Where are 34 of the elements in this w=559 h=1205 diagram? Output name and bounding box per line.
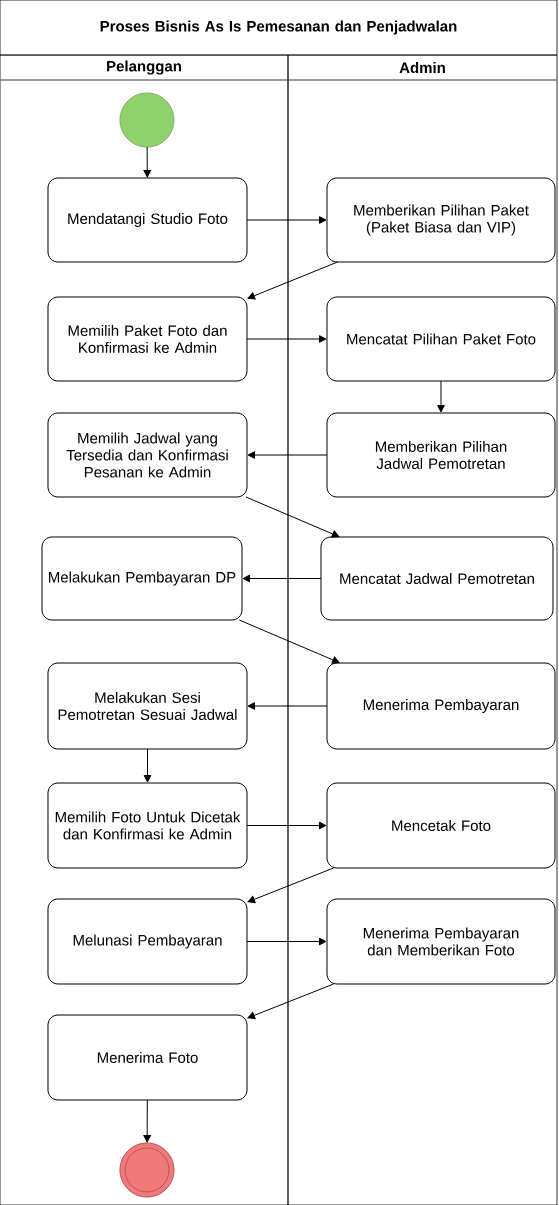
process-box: Menerima Pembayaran xyxy=(326,662,556,750)
arrow xyxy=(143,146,152,178)
arrow xyxy=(437,380,445,413)
arrow xyxy=(247,261,339,300)
process-box: Mencatat Jadwal Pemotretan xyxy=(320,536,554,621)
arrow xyxy=(246,937,327,946)
process-box: Melakukan Sesi Pemotretan Sesuai Jadwal xyxy=(47,662,248,750)
arrow xyxy=(246,335,327,343)
process-box: Mencetak Foto xyxy=(326,782,556,869)
title-band: Proses Bisnis As Is Pemesanan dan Penjadwalan xyxy=(0,0,558,56)
arrow xyxy=(242,574,322,583)
start-circle xyxy=(119,92,175,148)
arrow xyxy=(143,1099,151,1143)
arrow xyxy=(238,619,340,664)
process-box: Memberikan Pilihan Paket (Paket Biasa dan VIP) xyxy=(326,177,556,263)
process-box: Mendatangi Studio Foto xyxy=(47,177,248,263)
process-box: Memberikan Pilihan Jadwal Pemotretan xyxy=(326,412,556,498)
arrow xyxy=(246,216,327,224)
process-box: Menerima Pembayaran dan Memberikan Foto xyxy=(326,898,556,985)
arrow xyxy=(247,702,328,710)
process-box: Melakukan Pembayaran DP xyxy=(41,536,243,621)
process-box: Mencatat Pilihan Paket Foto xyxy=(326,296,556,382)
process-box: Menerima Foto xyxy=(47,1014,248,1101)
process-box: Memilih Paket Foto dan Konfirmasi ke Admin xyxy=(47,296,248,382)
process-box: Memilih Foto Untuk Dicetak dan Konfirmasi ke Admin xyxy=(47,782,248,869)
arrow xyxy=(247,451,328,459)
end-circle xyxy=(119,1142,175,1198)
arrow xyxy=(247,983,335,1020)
process-box: Melunasi Pembayaran xyxy=(47,898,248,985)
arrow xyxy=(143,748,152,783)
arrow xyxy=(247,867,335,904)
process-box: Memilih Jadwal yang Tersedia dan Konfirmasi Pesanan ke Admin xyxy=(47,412,248,498)
arrow xyxy=(246,821,327,830)
arrow xyxy=(245,496,340,538)
